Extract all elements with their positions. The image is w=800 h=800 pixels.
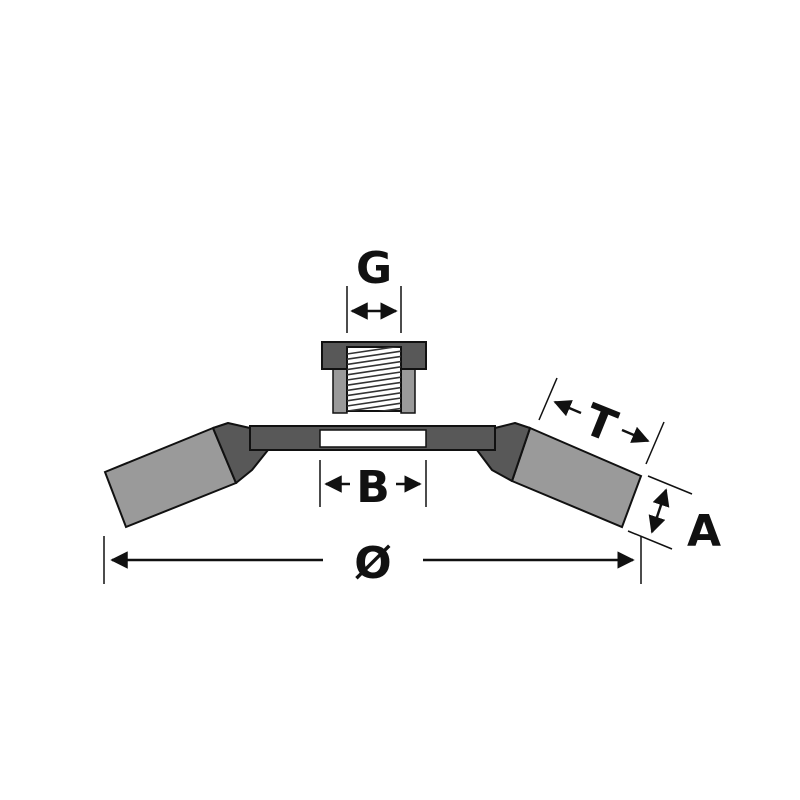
thread-line [347,386,401,397]
a-extension-bottom [627,530,673,550]
t-arrow-right [621,426,650,443]
thread-line [347,381,401,392]
thread-line [347,402,401,411]
thread-nut [321,341,427,414]
dimension-diameter: Ø [103,536,642,589]
nut-leg-left [332,367,348,414]
dimension-a: A [627,475,721,557]
label-g: G [356,243,392,294]
thread-line [347,392,401,402]
a-arrow [648,488,670,534]
label-a: A [687,506,721,557]
t-extension-right [645,421,665,465]
thread-line [347,347,400,355]
nut-leg-right [400,367,416,414]
dimension-b: B [319,460,427,513]
t-arrow-left [553,400,582,417]
thread-line [347,366,401,376]
thread-line [377,407,401,411]
t-extension-left [538,377,558,421]
thread-line [347,350,401,360]
thread-lines [347,347,401,411]
thread-line [347,397,401,407]
label-t: T [577,394,624,453]
label-diameter: Ø [354,538,391,589]
right-abrasive-trim [510,426,643,529]
bore-opening [319,429,427,448]
thread-line [347,376,401,386]
disc-body [103,422,643,529]
thread-line [347,371,401,381]
a-extension-top [647,475,693,495]
thread-line [347,355,401,366]
label-b: B [356,462,390,513]
thread-line [347,360,401,371]
left-abrasive-trim [103,426,238,529]
dimension-g: G [346,243,402,333]
